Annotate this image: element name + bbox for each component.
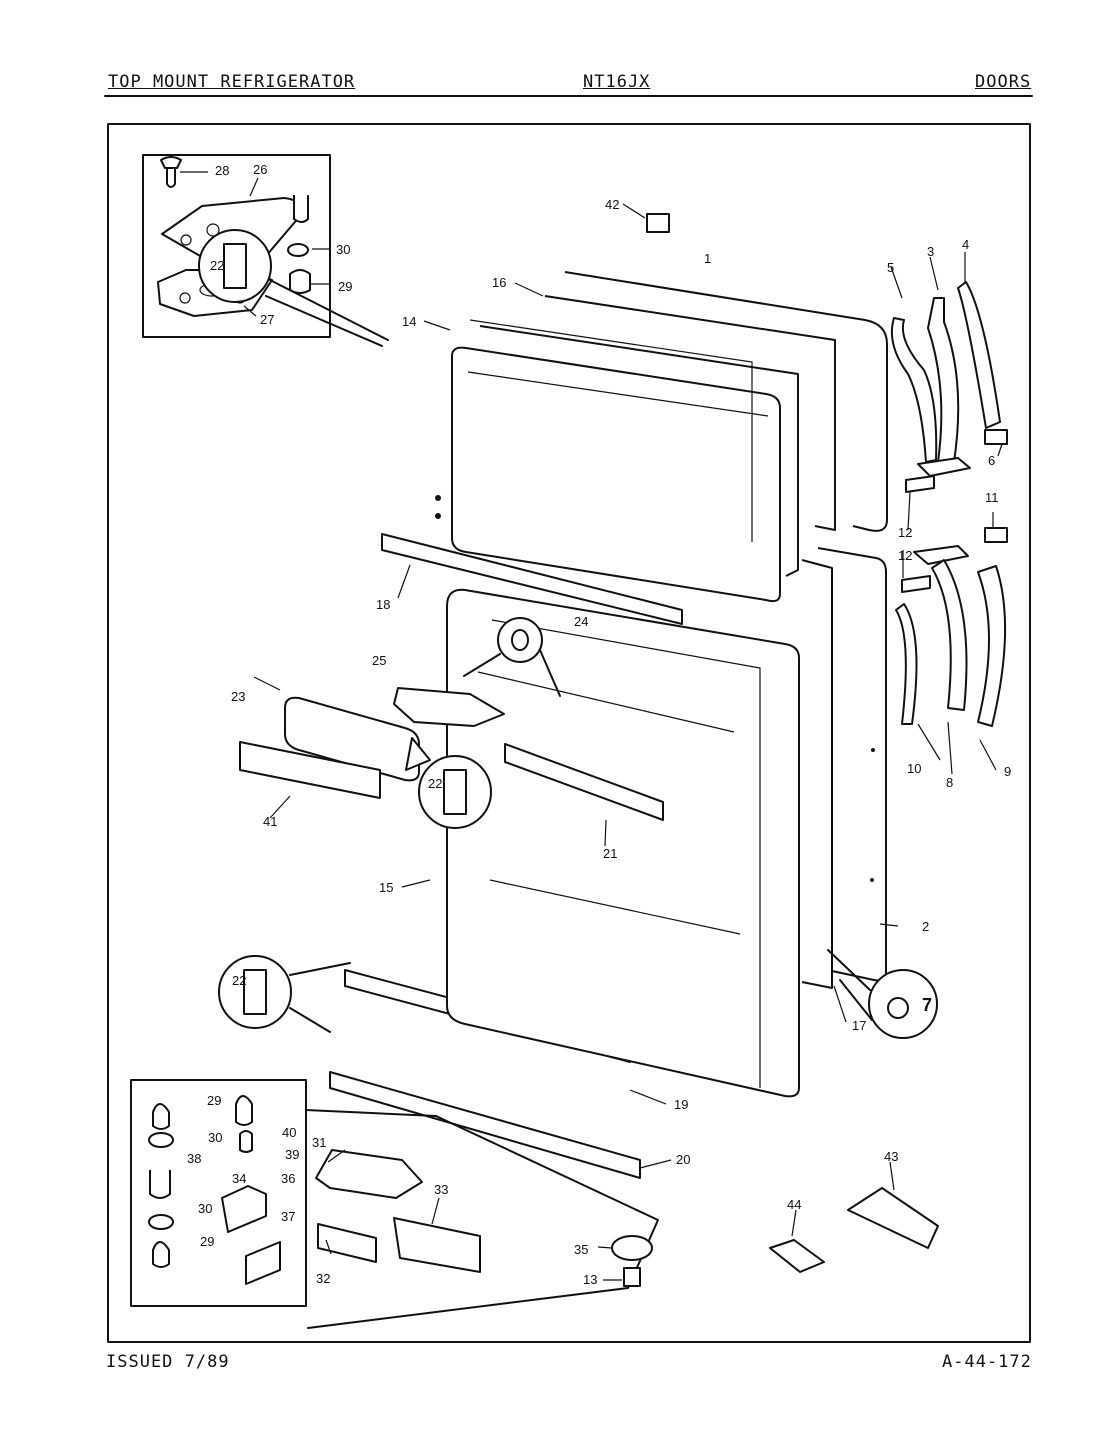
callout-7: 7 [922, 995, 932, 1015]
callout-43: 43 [884, 1149, 898, 1164]
small-parts [405, 213, 670, 771]
callout-15: 15 [379, 880, 393, 895]
callout-30b: 30 [208, 1130, 222, 1145]
callout-13: 13 [583, 1272, 597, 1287]
callout-23: 23 [231, 689, 245, 704]
callout-18: 18 [376, 597, 390, 612]
callout-38: 38 [187, 1151, 201, 1166]
callout-33: 33 [434, 1182, 448, 1197]
callout-labels: 1 2 3 4 5 6 7 8 9 10 11 12 12 13 14 15 1… [187, 162, 1011, 1287]
callout-44: 44 [787, 1197, 801, 1212]
callout-29c: 29 [200, 1234, 214, 1249]
leader-lines [253, 203, 1003, 1281]
callout-14: 14 [402, 314, 416, 329]
header-model: NT16JX [583, 72, 651, 92]
freezer-door [435, 271, 888, 603]
header-title: TOP MOUNT REFRIGERATOR [108, 72, 356, 92]
callout-37: 37 [281, 1209, 295, 1224]
callout-25: 25 [372, 653, 386, 668]
callout-21: 21 [603, 846, 617, 861]
side-hinges [890, 281, 1008, 727]
callout-20: 20 [676, 1152, 690, 1167]
callout-30a: 30 [336, 242, 350, 257]
detail-circles [198, 229, 938, 1039]
callout-2: 2 [922, 919, 929, 934]
callout-9: 9 [1004, 764, 1011, 779]
callout-36: 36 [281, 1171, 295, 1186]
callout-27: 27 [260, 312, 274, 327]
callout-19: 19 [674, 1097, 688, 1112]
footer-issued: ISSUED 7/89 [106, 1352, 230, 1372]
fresh-food-door [446, 547, 887, 1098]
lower-hinge-inset [130, 1079, 307, 1307]
callout-34: 34 [232, 1171, 246, 1186]
callout-4: 4 [962, 237, 969, 252]
header-section: DOORS [975, 72, 1032, 92]
callout-26: 26 [253, 162, 267, 177]
callout-12: 12 [898, 525, 912, 540]
shelf-rail [504, 743, 664, 821]
callout-41: 41 [263, 814, 277, 829]
callout-24: 24 [574, 614, 588, 629]
callout-30c: 30 [198, 1201, 212, 1216]
callout-6: 6 [988, 453, 995, 468]
dairy-door-and-label [239, 687, 505, 799]
callout-35: 35 [574, 1242, 588, 1257]
callout-32: 32 [316, 1271, 330, 1286]
callout-40: 40 [282, 1125, 296, 1140]
callout-3: 3 [927, 244, 934, 259]
callout-29a: 29 [338, 279, 352, 294]
diagram-frame [107, 123, 1031, 1343]
callout-16: 16 [492, 275, 506, 290]
callout-5: 5 [887, 260, 894, 275]
callout-11: 11 [985, 490, 999, 505]
callout-12b: 12 [898, 548, 912, 563]
callout-10: 10 [907, 761, 921, 776]
callout-31: 31 [312, 1135, 326, 1150]
callout-22c: 22 [232, 973, 246, 988]
callout-22b: 22 [428, 776, 442, 791]
callout-42: 42 [605, 197, 619, 212]
callout-39: 39 [285, 1147, 299, 1162]
callout-1: 1 [704, 251, 711, 266]
callout-22a: 22 [210, 258, 224, 273]
footer-code: A-44-172 [942, 1352, 1032, 1372]
callout-8: 8 [946, 775, 953, 790]
bottom-right-parts [769, 1187, 939, 1273]
bottom-parts [305, 1109, 659, 1329]
callout-17: 17 [852, 1018, 866, 1033]
item-24-detail [463, 617, 561, 697]
callout-28: 28 [215, 163, 229, 178]
callout-29b: 29 [207, 1093, 221, 1108]
